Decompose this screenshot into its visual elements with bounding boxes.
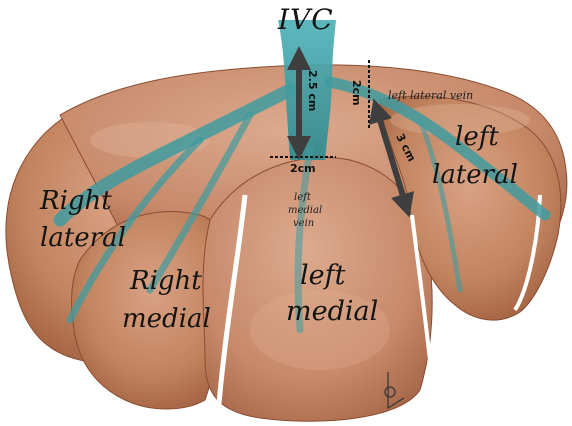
left-medial-vein-label-line3: vein (293, 218, 314, 230)
left-medial-vein-label-line1: left (294, 192, 311, 204)
right-medial-label-line1: Right (130, 268, 202, 294)
ivc-length-label: 2.5 cm (307, 70, 318, 111)
left-medial-vein-label-line2: medial (288, 205, 322, 217)
lateral-width-label: 2cm (351, 80, 362, 106)
left-lateral-label-line1: left (455, 124, 499, 150)
left-medial-label-line2: medial (286, 298, 378, 325)
ivc-title: IVC (278, 6, 334, 34)
ivc-width-label: 2cm (290, 163, 316, 174)
right-lateral-label-line2: lateral (40, 225, 126, 251)
left-medial-label-line1: left (300, 262, 345, 289)
right-medial-label-line2: medial (122, 306, 211, 332)
left-lateral-label-line2: lateral (432, 162, 518, 188)
left-lateral-vein-label: left lateral vein (388, 90, 473, 101)
right-lateral-label-line1: Right (40, 188, 112, 214)
